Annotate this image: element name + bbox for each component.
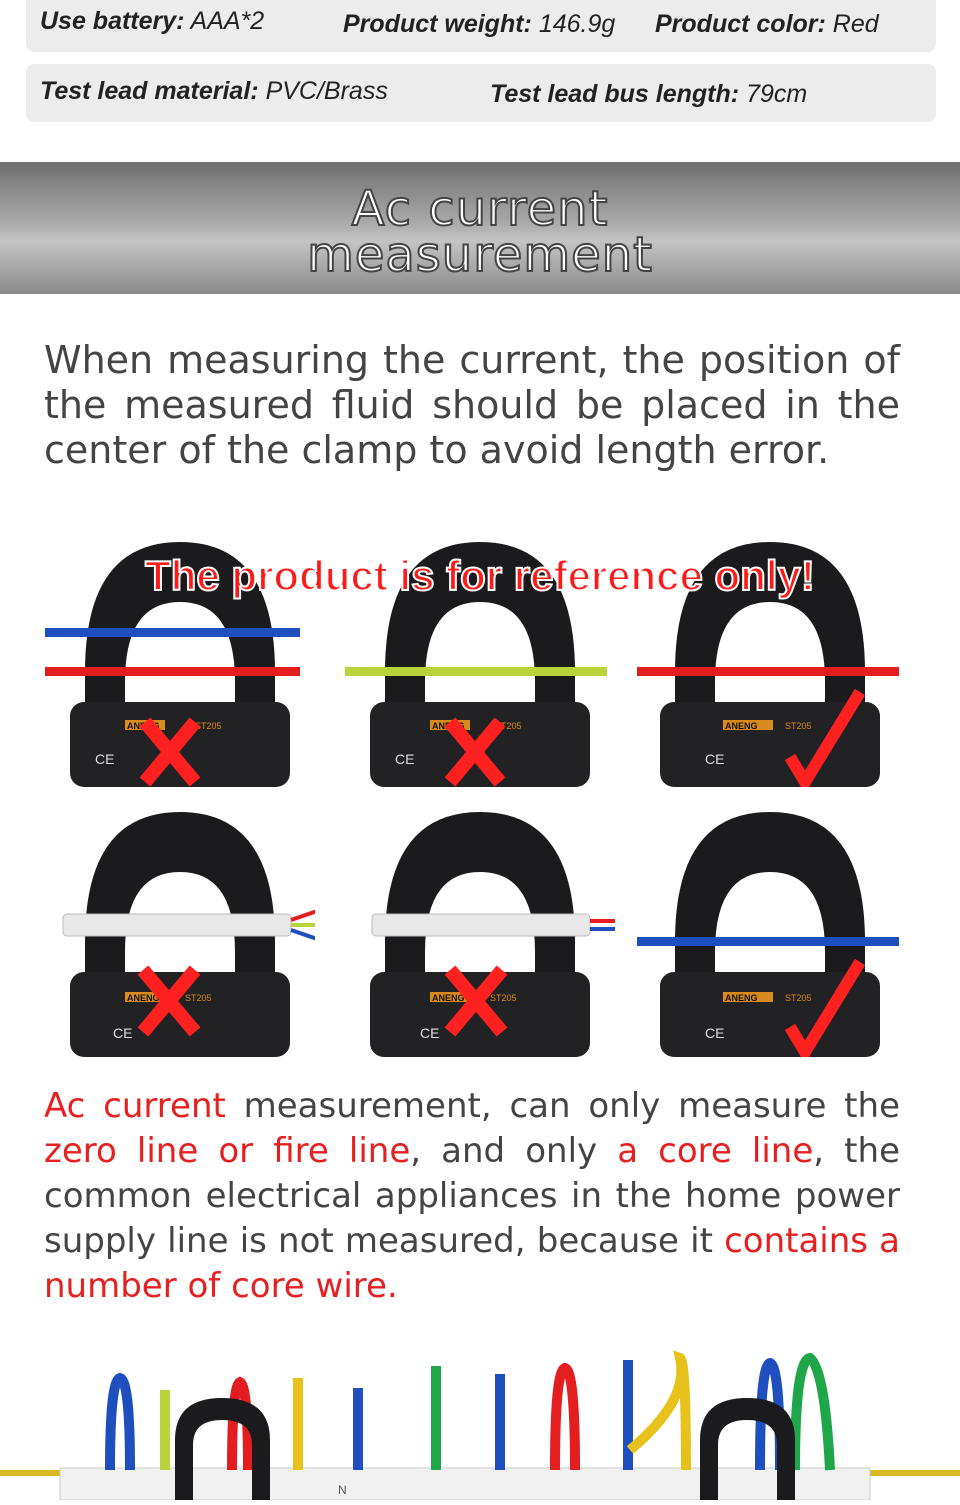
- highlight-text: contains a number of core wire.: [44, 1221, 901, 1306]
- ce-mark: CE: [420, 1025, 439, 1041]
- clamp-icon: [700, 1398, 795, 1500]
- model-label: ST205: [185, 993, 212, 1003]
- breaker-panel-illustration: N: [0, 1330, 960, 1501]
- spec-key: Use battery:: [40, 7, 185, 35]
- spec-value: 146.9g: [538, 10, 616, 38]
- breaker-panel-svg: N: [0, 1350, 960, 1501]
- wrong-mark-icon: [139, 717, 201, 787]
- spec-row-1: [26, 0, 936, 52]
- correct-mark-icon: [784, 958, 866, 1057]
- body-text: , and only: [410, 1131, 618, 1171]
- section-title-line2: measurement: [306, 227, 653, 283]
- spec-row-2: [26, 64, 936, 122]
- ce-mark: CE: [395, 751, 414, 767]
- clamp-illustration: ANENG ST205 CE: [45, 542, 300, 787]
- clamp-illustration: ANENG ST205 CE: [637, 542, 899, 787]
- clamp-icon: [175, 1398, 270, 1500]
- section-title-line1: Ac current: [351, 181, 609, 237]
- highlight-text: zero line or fire line: [44, 1131, 411, 1171]
- body-text: , the common electrical appliances in th…: [44, 1131, 900, 1261]
- ce-mark: CE: [113, 1025, 132, 1041]
- example-tile-4: ANENG ST205 CE: [45, 802, 315, 1057]
- highlight-text: Ac current: [44, 1086, 226, 1126]
- spec-weight: Product weight: 146.9g: [343, 10, 615, 39]
- spec-battery: Use battery: AAA*2: [40, 7, 264, 36]
- model-label: ST205: [195, 721, 222, 731]
- example-tile-6: ANENG ST205 CE: [635, 802, 905, 1057]
- section-banner: [0, 162, 960, 294]
- example-tile-1: ANENG ST205 CE: [45, 532, 315, 787]
- correct-mark-icon: [784, 688, 866, 787]
- spec-key: Test lead bus length:: [490, 80, 740, 108]
- spec-key: Product color:: [655, 10, 826, 38]
- section-title: Ac current measurement: [0, 181, 960, 283]
- spec-key: Test lead material:: [40, 77, 259, 105]
- example-tile-2: ANENG ST205 CE: [345, 532, 615, 787]
- spec-key: Product weight:: [343, 10, 532, 38]
- spec-color: Product color: Red: [655, 10, 879, 39]
- intro-paragraph: When measuring the current, the position…: [44, 338, 900, 472]
- ce-mark: CE: [705, 1025, 724, 1041]
- model-label: ST205: [490, 993, 517, 1003]
- highlight-text: a core line: [617, 1131, 814, 1171]
- brand-label: ANENG: [725, 721, 758, 731]
- spec-value: AAA*2: [190, 7, 265, 35]
- brand-label: ANENG: [127, 993, 160, 1003]
- wrong-mark-icon: [444, 965, 508, 1037]
- example-tile-3: ANENG ST205 CE: [635, 532, 905, 787]
- model-label: ST205: [785, 993, 812, 1003]
- wrong-mark-icon: [137, 965, 201, 1037]
- example-tile-5: ANENG ST205 CE: [345, 802, 615, 1057]
- breaker-label: N: [338, 1483, 347, 1497]
- brand-label: ANENG: [432, 993, 465, 1003]
- clamp-illustration: ANENG ST205 CE: [345, 542, 607, 787]
- spec-lead-length: Test lead bus length: 79cm: [490, 80, 807, 109]
- clamp-illustration: ANENG ST205 CE: [370, 812, 615, 1057]
- spec-lead-material: Test lead material: PVC/Brass: [40, 77, 388, 106]
- clamp-illustration: ANENG ST205 CE: [62, 812, 315, 1057]
- model-label: ST205: [785, 721, 812, 731]
- model-label: ST205: [495, 721, 522, 731]
- ce-mark: CE: [95, 751, 114, 767]
- body-text: measurement, can only measure the: [225, 1086, 900, 1126]
- explanation-paragraph: Ac current measurement, can only measure…: [44, 1084, 900, 1309]
- spec-value: Red: [832, 10, 879, 38]
- clamp-illustration: ANENG ST205 CE: [637, 812, 899, 1057]
- wrong-mark-icon: [444, 717, 506, 787]
- reference-note: The product is for reference only!: [144, 551, 816, 600]
- ce-mark: CE: [705, 751, 724, 767]
- brand-label: ANENG: [725, 993, 758, 1003]
- spec-value: PVC/Brass: [265, 77, 388, 105]
- spec-value: 79cm: [746, 80, 808, 108]
